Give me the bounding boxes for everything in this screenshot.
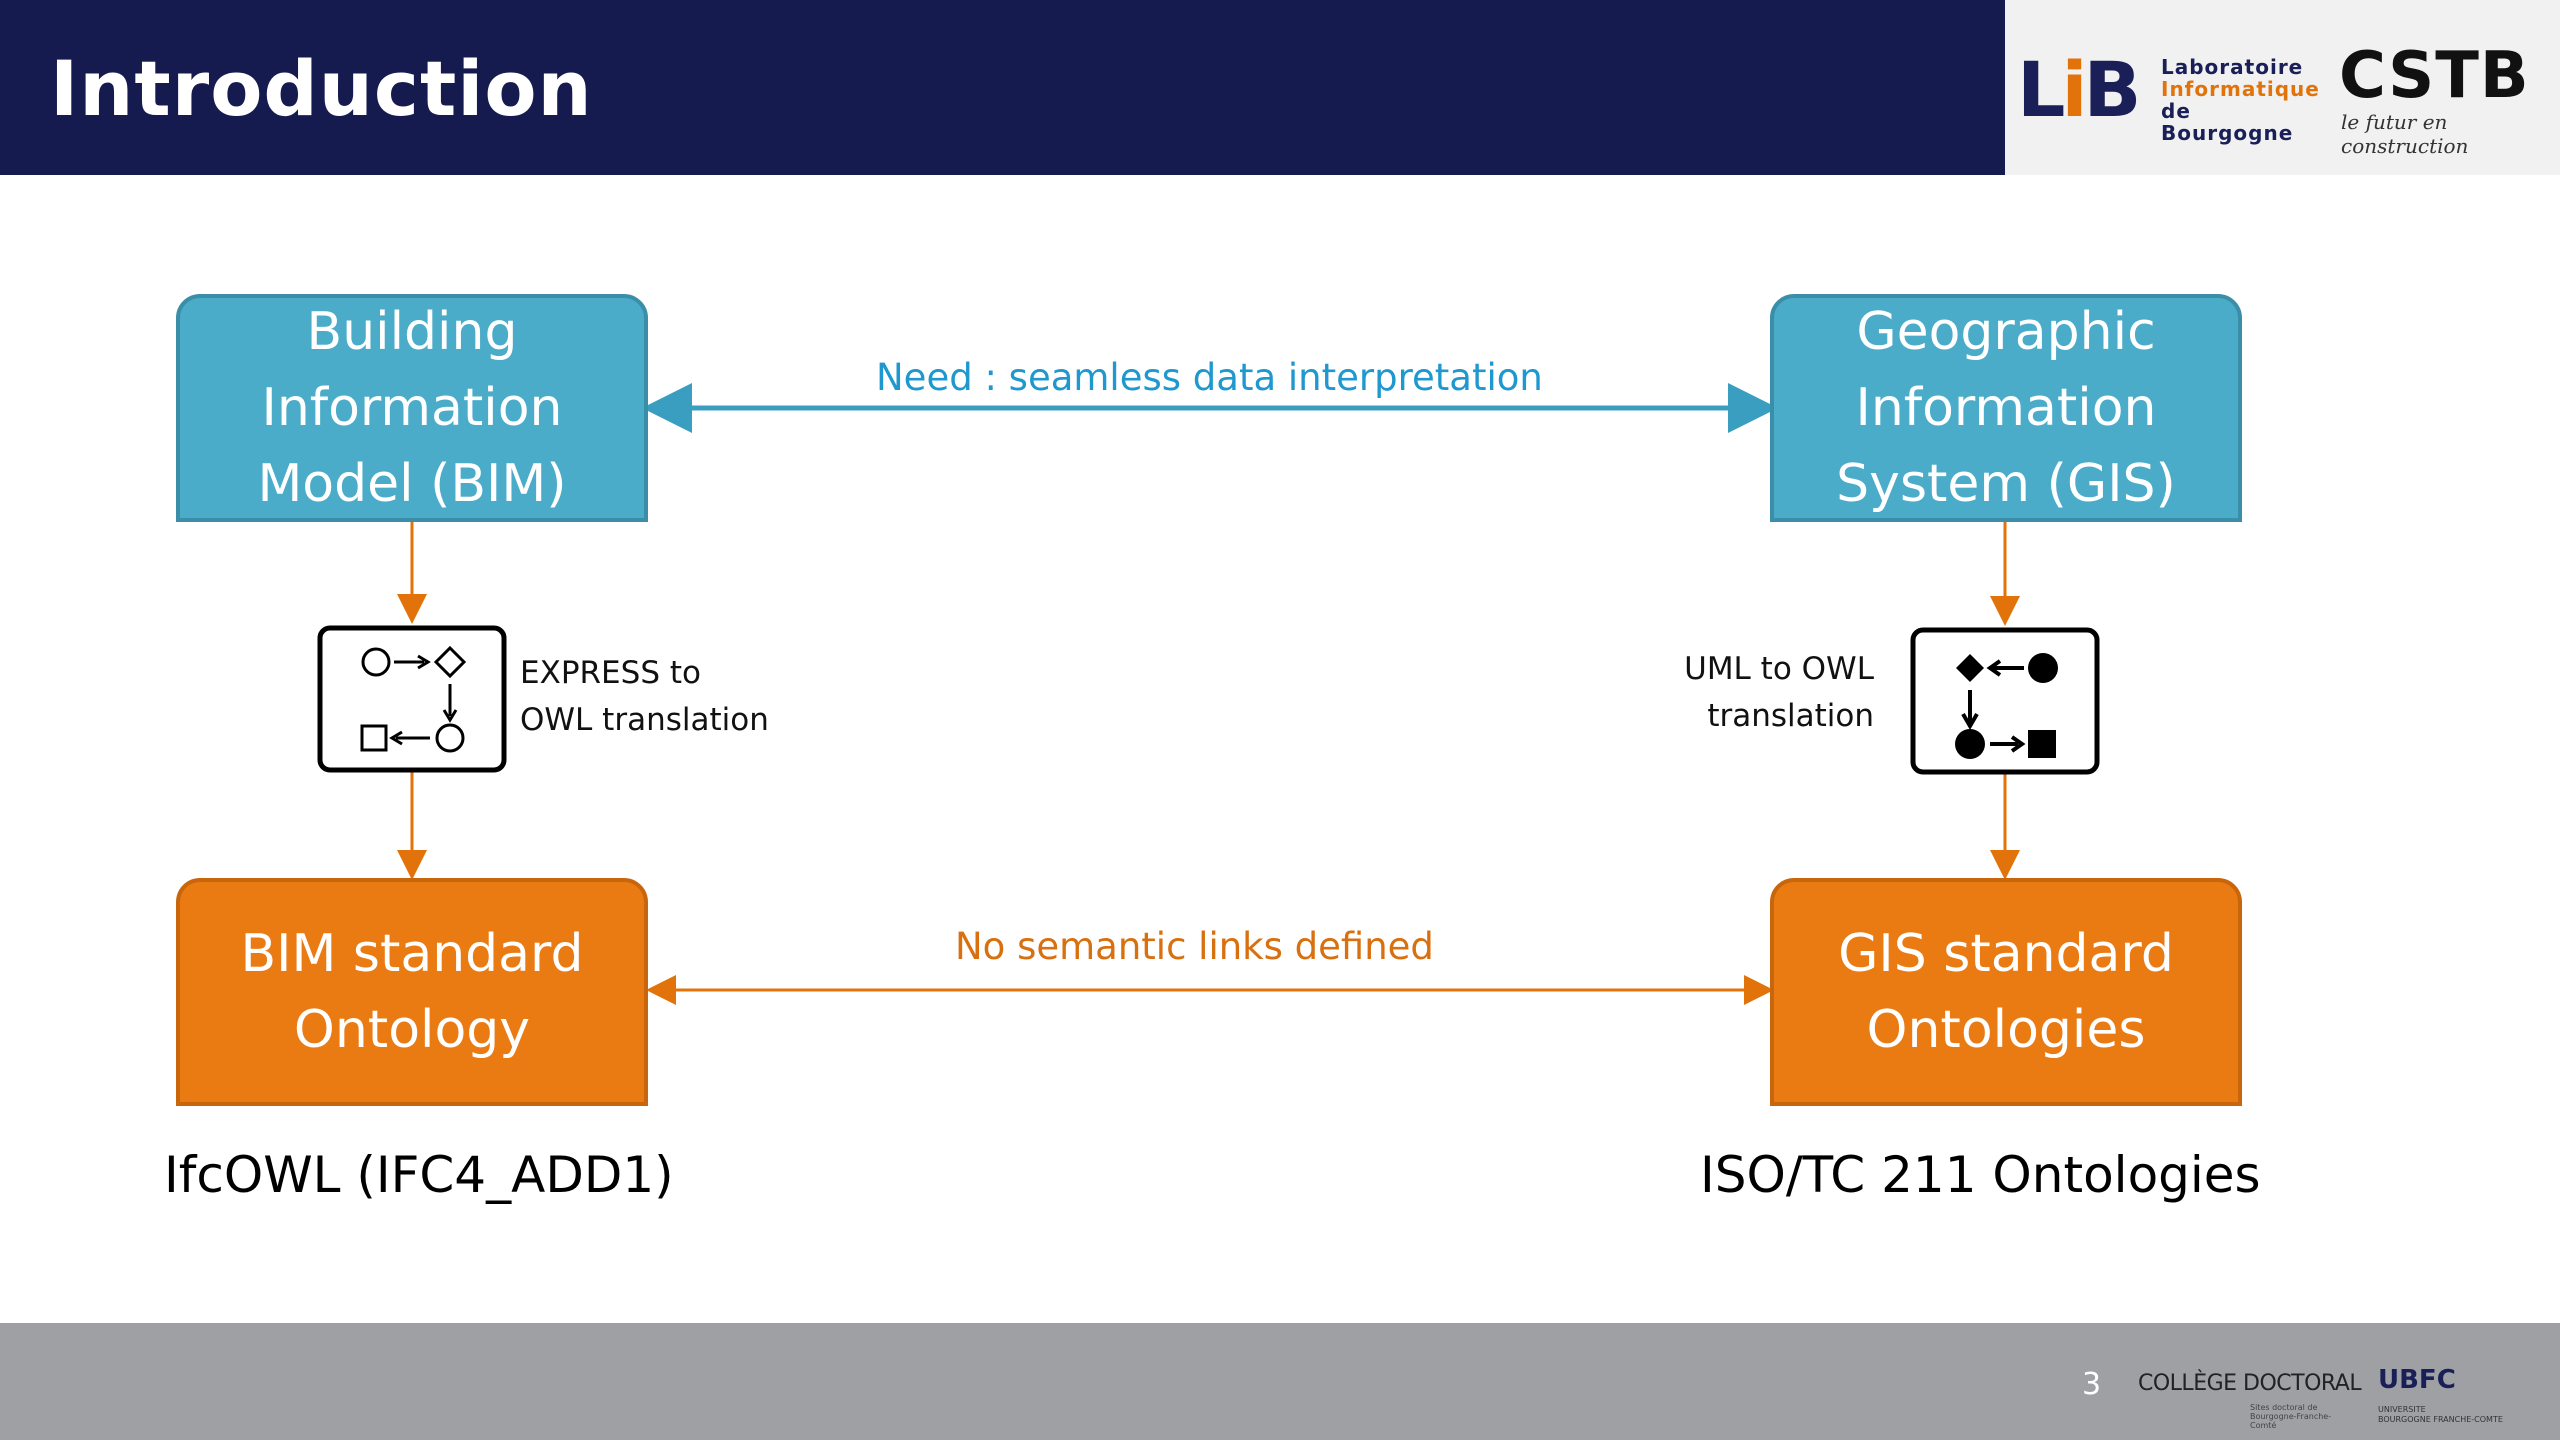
uml-transform-icon <box>1910 627 2100 775</box>
bim-ontology-name: IfcOWL (IFC4_ADD1) <box>164 1146 674 1204</box>
no-links-label: No semantic links defined <box>955 925 1434 968</box>
gis-ontology-name: ISO/TC 211 Ontologies <box>1700 1146 2261 1204</box>
lib-logo-text: Laboratoire Informatique de Bourgogne <box>2161 55 2320 145</box>
college-doctoral-logo: COLLÈGE DOCTORAL <box>2138 1371 2362 1396</box>
slide-header: Introduction <box>0 0 2005 175</box>
page-number: 3 <box>2082 1367 2102 1402</box>
need-label: Need : seamless data interpretation <box>876 356 1543 399</box>
gis-ontology-box: GIS standard Ontologies <box>1770 878 2242 1106</box>
ubfc-subtitle: UNIVERSITE BOURGOGNE FRANCHE-COMTE <box>2378 1405 2503 1424</box>
gis-box: Geographic Information System (GIS) <box>1770 294 2242 522</box>
slide-title: Introduction <box>50 44 593 133</box>
partner-logos: LiB Laboratoire Informatique de Bourgogn… <box>2005 0 2560 175</box>
uml-label: UML to OWL translation <box>1684 651 1874 734</box>
express-label: EXPRESS to OWL translation <box>520 655 769 738</box>
slide-footer: 3 COLLÈGE DOCTORAL Sites doctoral de Bou… <box>0 1323 2560 1440</box>
cstb-logo: CSTB <box>2339 39 2530 113</box>
bim-ontology-box: BIM standard Ontology <box>176 878 648 1106</box>
express-transform-icon <box>317 625 507 773</box>
ubfc-logo: UBFC <box>2378 1365 2456 1395</box>
cstb-tagline: le futur en construction <box>2341 110 2469 158</box>
bim-box: Building Information Model (BIM) <box>176 294 648 522</box>
college-doctoral-subtitle: Sites doctoral de Bourgogne-Franche-Comt… <box>2250 1403 2332 1430</box>
lib-logo-mark: LiB <box>2017 45 2141 134</box>
